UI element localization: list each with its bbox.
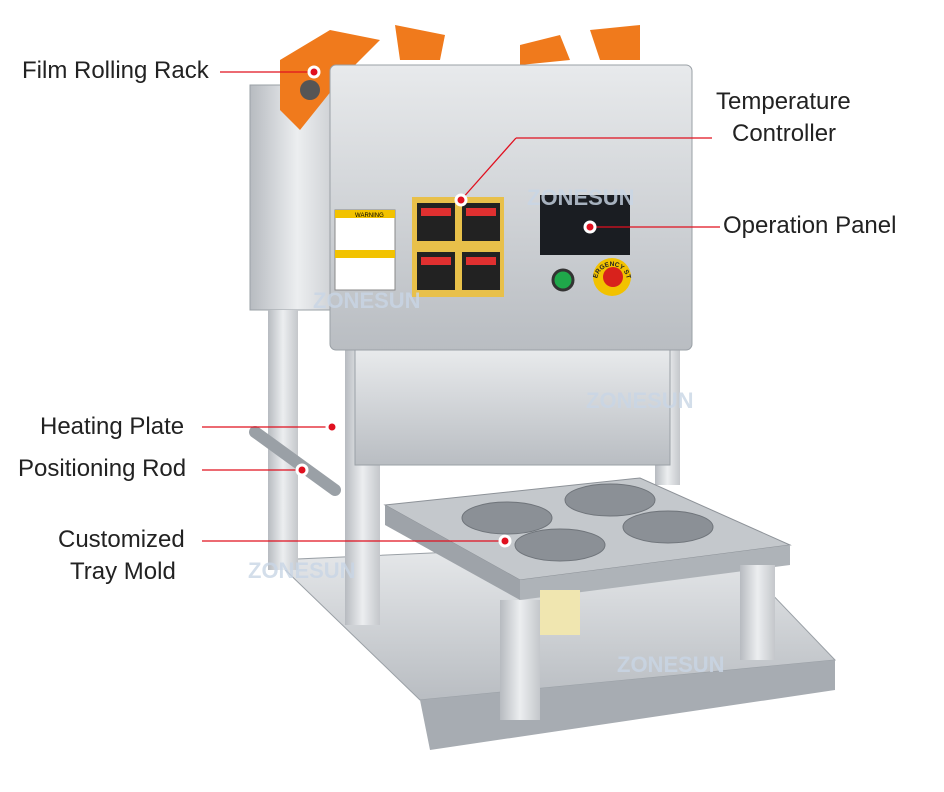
watermark: ZONESUN (313, 288, 421, 313)
label-heating-plate: Heating Plate (40, 413, 185, 440)
mold-leg (500, 600, 540, 720)
leader-lines (202, 71, 720, 542)
tray-mold-side (385, 505, 520, 600)
warning-stripe (335, 210, 395, 218)
label-temperature-controller-2: Controller (732, 120, 837, 147)
start-button (551, 268, 575, 292)
warning-stripe (335, 250, 395, 258)
watermark: ZONESUN (586, 388, 694, 413)
tray-cavities (461, 483, 714, 562)
warning-text: WARNING (355, 213, 384, 219)
label-film-rolling-rack: Film Rolling Rack (22, 57, 209, 84)
cup (540, 590, 580, 635)
heating-plate-cover (354, 349, 671, 466)
watermark: ZONESUN (248, 558, 356, 583)
label-tray-mold: Customized (58, 526, 185, 553)
tray-mold-front (520, 545, 790, 600)
callout-dots (295, 65, 597, 548)
watermark: ZONESUN (527, 185, 635, 210)
emergency-stop-button (603, 267, 623, 287)
film-rolling-rack (280, 25, 640, 130)
temperature-readouts (421, 208, 496, 265)
label-tray-mold-2: Tray Mold (70, 558, 176, 585)
label-operation-panel: Operation Panel (723, 212, 897, 239)
label-temperature-controller: Temperature (716, 88, 851, 115)
mold-leg (740, 565, 775, 660)
positioning-rod (249, 426, 341, 496)
watermark: ZONESUN (617, 652, 725, 677)
base-edge (420, 660, 835, 750)
label-positioning-rod: Positioning Rod (18, 455, 187, 482)
